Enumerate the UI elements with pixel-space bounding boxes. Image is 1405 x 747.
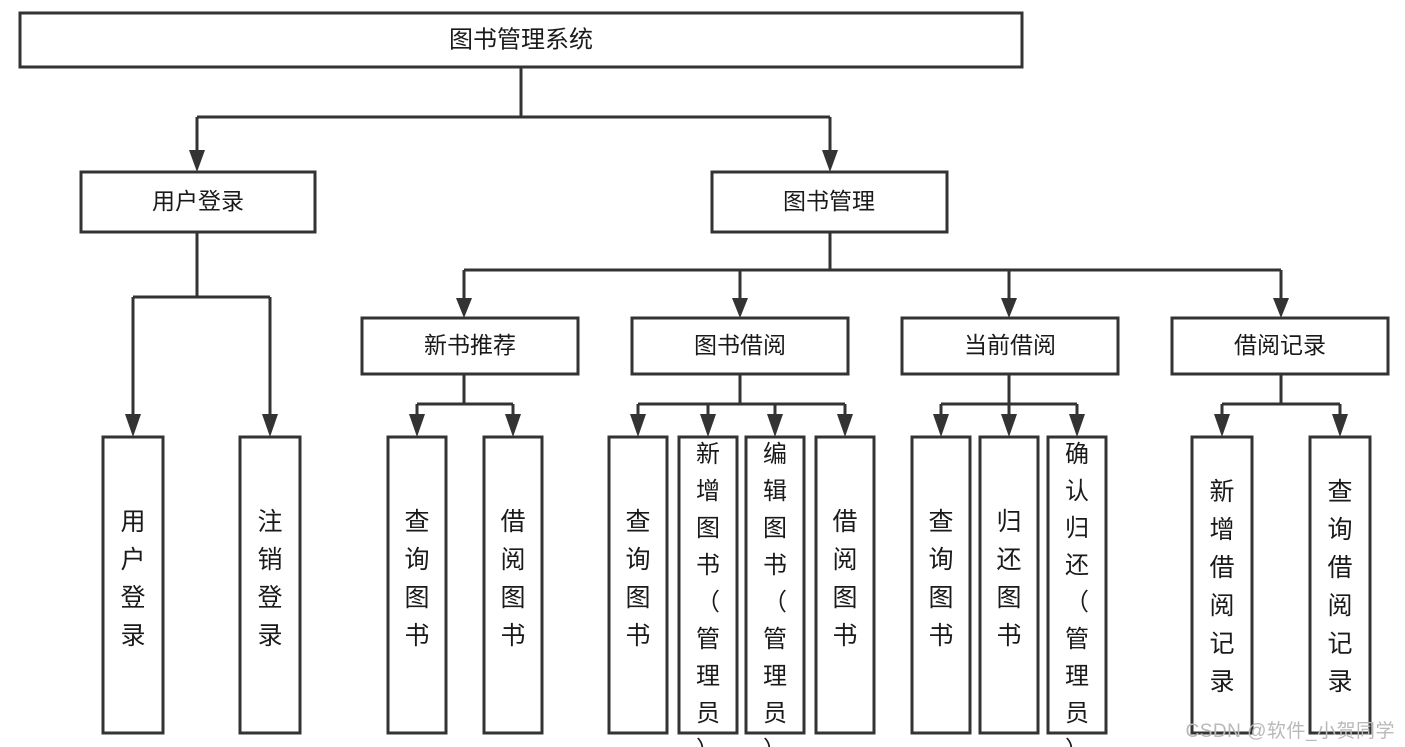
node-root[interactable]: 图书管理系统 (18, 11, 1024, 69)
leaf-box-6[interactable] (677, 435, 739, 735)
node-login-box[interactable] (79, 170, 317, 234)
leaf-node-7[interactable]: 编辑图书（管理员） (744, 435, 806, 747)
leaf-label-13: 查询借阅记录 (1327, 478, 1352, 696)
leaf-label-2: 注销登录 (257, 508, 282, 650)
arrow-leaf-5 (630, 414, 646, 437)
node-bookmgmt[interactable]: 图书管理 (710, 170, 949, 234)
arrow-current (1001, 298, 1017, 318)
node-current[interactable]: 当前借阅 (900, 316, 1120, 376)
leaf-label-7: 编辑图书（管理员） (763, 441, 787, 747)
leaf-label-4: 借阅图书 (500, 508, 525, 650)
node-login[interactable]: 用户登录 (79, 170, 317, 234)
node-bookmgmt-box[interactable] (710, 170, 949, 234)
node-borrow-box[interactable] (630, 316, 850, 376)
arrow-leaf-3 (409, 414, 425, 437)
edge-layer (125, 67, 1348, 437)
leaf-node-13[interactable]: 查询借阅记录 (1308, 435, 1372, 735)
leaf-label-5: 查询图书 (625, 508, 650, 650)
leaf-box-7[interactable] (744, 435, 806, 735)
node-borrow[interactable]: 图书借阅 (630, 316, 850, 376)
leaf-box-1[interactable] (101, 435, 165, 735)
node-root-label: 图书管理系统 (449, 26, 593, 53)
node-newbook[interactable]: 新书推荐 (360, 316, 580, 376)
leaf-box-13[interactable] (1308, 435, 1372, 735)
leaf-node-2[interactable]: 注销登录 (238, 435, 302, 735)
arrow-leaf-4 (505, 414, 521, 437)
leaf-label-3: 查询图书 (404, 508, 429, 650)
leaf-box-3[interactable] (386, 435, 448, 735)
leaf-box-10[interactable] (978, 435, 1040, 735)
arrow-leaf-13 (1332, 414, 1348, 437)
leaf-box-2[interactable] (238, 435, 302, 735)
arrow-leaf-10 (1001, 414, 1017, 437)
node-records[interactable]: 借阅记录 (1170, 316, 1390, 376)
leaf-label-10: 归还图书 (996, 508, 1021, 650)
node-records-label: 借阅记录 (1234, 332, 1326, 358)
node-current-label: 当前借阅 (964, 332, 1056, 358)
leaf-node-5[interactable]: 查询图书 (607, 435, 669, 735)
leaf-box-5[interactable] (607, 435, 669, 735)
leaf-node-3[interactable]: 查询图书 (386, 435, 448, 735)
arrow-leaf-1 (125, 414, 141, 437)
arrow-leaf-12 (1214, 414, 1230, 437)
leaf-box-9[interactable] (910, 435, 972, 735)
node-current-box[interactable] (900, 316, 1120, 376)
leaf-label-1: 用户登录 (120, 508, 145, 650)
node-newbook-box[interactable] (360, 316, 580, 376)
leaf-label-9: 查询图书 (928, 508, 953, 650)
arrow-leaf-8 (837, 414, 853, 437)
leaf-label-8: 借阅图书 (832, 508, 857, 650)
leaf-box-8[interactable] (814, 435, 876, 735)
arrow-leaf-9 (933, 414, 949, 437)
node-root-box[interactable] (18, 11, 1024, 69)
arrow-newbook (456, 298, 472, 318)
node-bookmgmt-label: 图书管理 (783, 188, 875, 214)
arrow-leaf-6 (700, 414, 716, 437)
node-records-box[interactable] (1170, 316, 1390, 376)
leaf-node-6[interactable]: 新增图书（管理员） (677, 435, 739, 747)
arrow-leaf-7 (767, 414, 783, 437)
arrow-leaf-2 (262, 414, 278, 437)
leaf-label-11: 确认归还（管理员） (1065, 441, 1089, 747)
arrow-login (189, 150, 205, 172)
leaf-node-9[interactable]: 查询图书 (910, 435, 972, 735)
leaf-node-10[interactable]: 归还图书 (978, 435, 1040, 735)
leaf-node-4[interactable]: 借阅图书 (482, 435, 544, 735)
node-layer: 图书管理系统 用户登录 图书管理 新书推荐 图书借阅 当前借阅 借阅记录 (18, 11, 1390, 747)
arrow-leaf-11 (1069, 414, 1085, 437)
leaf-node-12[interactable]: 新增借阅记录 (1190, 435, 1254, 735)
leaf-label-12: 新增借阅记录 (1209, 478, 1234, 696)
leaf-node-8[interactable]: 借阅图书 (814, 435, 876, 735)
arrow-records (1273, 298, 1289, 318)
leaf-box-11[interactable] (1046, 435, 1108, 735)
node-borrow-label: 图书借阅 (694, 332, 786, 358)
leaf-box-4[interactable] (482, 435, 544, 735)
leaf-box-12[interactable] (1190, 435, 1254, 735)
node-login-label: 用户登录 (152, 188, 244, 214)
leaf-label-6: 新增图书（管理员） (696, 441, 720, 747)
leaf-node-11[interactable]: 确认归还（管理员） (1046, 435, 1108, 747)
node-newbook-label: 新书推荐 (424, 332, 516, 358)
arrow-borrow (732, 298, 748, 318)
arrow-bookmgmt (822, 150, 838, 172)
leaf-node-1[interactable]: 用户登录 (101, 435, 165, 735)
